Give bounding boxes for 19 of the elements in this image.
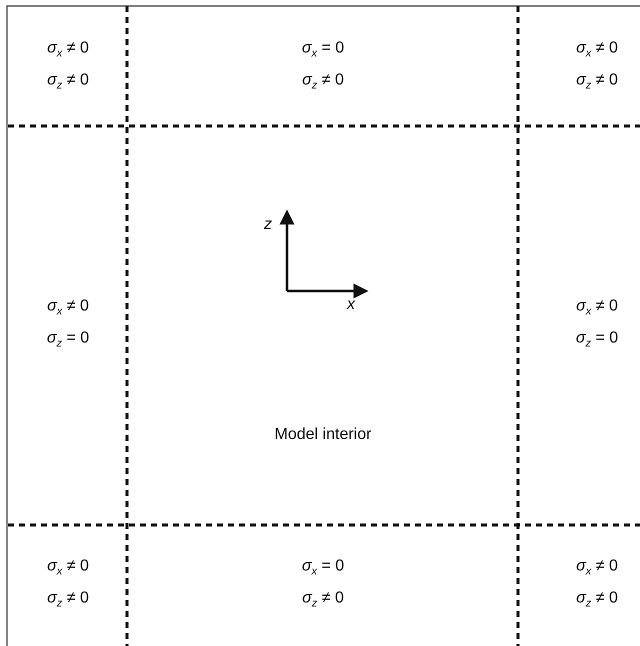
stress-condition: σ$_{x}$ ≠ 0 <box>47 298 89 318</box>
region-label: Model interior <box>274 427 372 443</box>
stress-condition: σ$_{x}$ ≠ 0 <box>576 40 618 60</box>
stress-condition: σ$_{z}$ = 0 <box>46 330 90 350</box>
stress-condition: σ$_{z}$ ≠ 0 <box>576 72 618 92</box>
stress-condition: σ$_{z}$ ≠ 0 <box>302 590 344 610</box>
stress-condition: σ$_{z}$ = 0 <box>576 330 618 350</box>
stress-condition: σ$_{x}$ = 0 <box>302 558 344 578</box>
stress-condition: σ$_{z}$ ≠ 0 <box>576 590 618 610</box>
stress-condition: σ$_{z}$ ≠ 0 <box>302 72 344 92</box>
stress-condition: σ$_{x}$ ≠ 0 <box>47 40 89 60</box>
axis-label: z <box>264 217 272 233</box>
stress-condition: σ$_{z}$ ≠ 0 <box>47 72 89 92</box>
axis-label: x <box>347 297 355 313</box>
stress-condition: σ$_{z}$ ≠ 0 <box>47 590 89 610</box>
stress-condition: σ$_{x}$ ≠ 0 <box>47 558 89 578</box>
stress-condition: σ$_{x}$ ≠ 0 <box>576 298 618 318</box>
stress-condition: σ$_{x}$ = 0 <box>302 40 344 60</box>
stress-condition: σ$_{x}$ ≠ 0 <box>576 558 618 578</box>
